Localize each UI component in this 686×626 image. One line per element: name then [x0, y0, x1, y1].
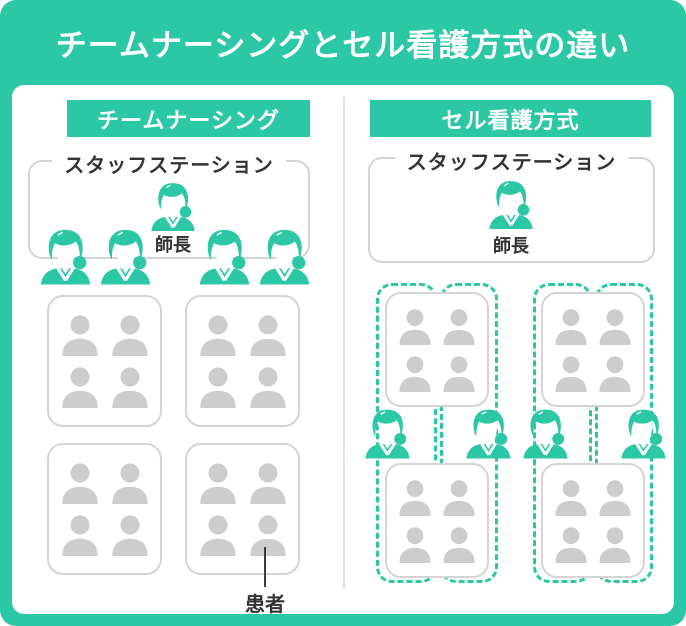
patient-icon — [108, 462, 152, 504]
patient-icon — [552, 526, 590, 563]
patient-icon — [596, 479, 634, 516]
patient-room — [185, 443, 300, 575]
nurse-icon — [148, 180, 198, 232]
patient-icon — [596, 526, 634, 563]
patient-pointer-line — [264, 547, 266, 587]
patient-icon — [108, 314, 152, 356]
nurse-icon — [520, 407, 571, 459]
patient-icon — [196, 514, 240, 556]
patient-icon — [396, 479, 434, 516]
content-area: チームナーシング スタッフステーション 師長 — [12, 85, 674, 616]
nurse-icon — [486, 178, 536, 230]
page-title: チームナーシングとセル看護方式の違い — [55, 28, 631, 63]
patient-icon — [58, 314, 102, 356]
patient-icon — [552, 479, 590, 516]
nursing-cell — [595, 283, 653, 583]
patient-icon — [440, 355, 478, 392]
patient-room — [541, 292, 645, 407]
nursing-cell — [376, 283, 437, 583]
patient-icon — [58, 462, 102, 504]
nursing-cell — [533, 283, 592, 583]
patient-icon — [246, 314, 290, 356]
patient-icon — [396, 526, 434, 563]
right-head-nurse-label: 師長 — [493, 236, 529, 256]
left-head-nurse-label: 師長 — [155, 235, 191, 255]
patient-icon — [108, 366, 152, 408]
patient-icon — [246, 514, 290, 556]
patient-room — [385, 292, 489, 407]
nurse-icon — [196, 227, 253, 285]
right-panel-header: セル看護方式 — [370, 100, 651, 137]
patient-icon — [440, 308, 478, 345]
patient-icon — [58, 514, 102, 556]
right-staff-station: スタッフステーション — [368, 146, 655, 263]
patient-room — [385, 463, 489, 578]
patient-room — [185, 295, 300, 427]
nurse-icon — [256, 227, 313, 285]
patient-icon — [196, 462, 240, 504]
nurse-icon — [618, 407, 669, 459]
patient-icon — [552, 308, 590, 345]
nurse-icon — [97, 227, 154, 285]
nurse-icon — [37, 227, 94, 285]
patient-icon — [440, 479, 478, 516]
left-staff-station-label: スタッフステーション — [52, 149, 286, 178]
patient-icon — [246, 366, 290, 408]
patient-icon — [396, 355, 434, 392]
nurse-icon — [463, 407, 514, 459]
patient-room — [541, 463, 645, 578]
patient-icon — [596, 308, 634, 345]
patient-label: 患者 — [245, 594, 285, 616]
patient-icon — [58, 366, 102, 408]
patient-icon — [246, 462, 290, 504]
patient-icon — [396, 308, 434, 345]
patient-icon — [196, 366, 240, 408]
patient-room — [47, 443, 162, 575]
patient-icon — [552, 355, 590, 392]
patient-icon — [108, 514, 152, 556]
nursing-cell — [440, 283, 498, 583]
right-staff-station-label: スタッフステーション — [394, 146, 629, 175]
patient-icon — [596, 355, 634, 392]
panel-divider — [343, 97, 345, 589]
nurse-icon — [362, 407, 413, 459]
patient-icon — [440, 526, 478, 563]
left-panel-header: チームナーシング — [67, 100, 310, 137]
patient-room — [47, 295, 162, 427]
patient-icon — [196, 314, 240, 356]
